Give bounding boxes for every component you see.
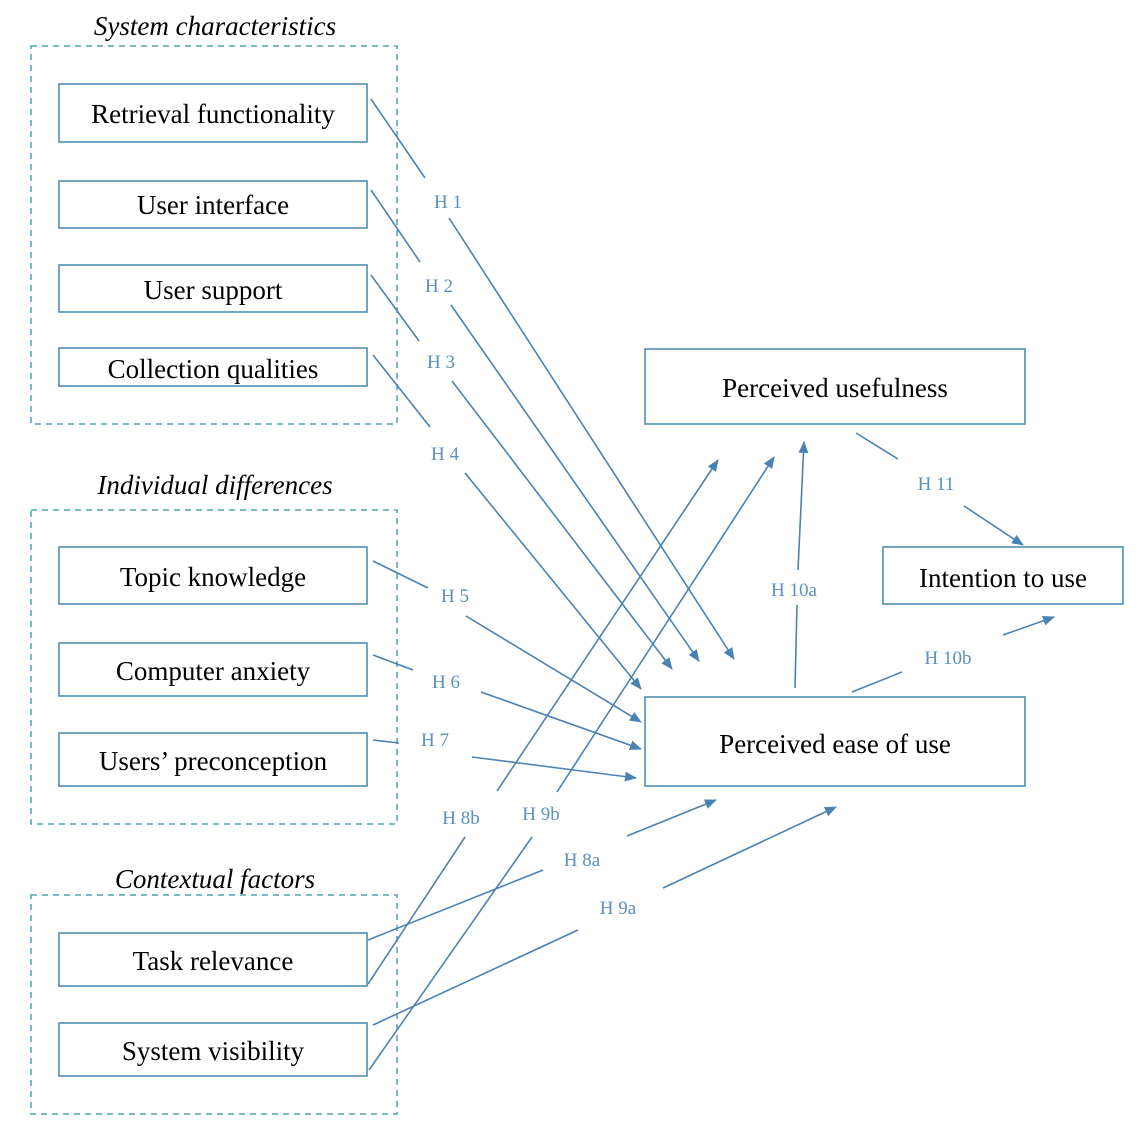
hypothesis-labels: H 1 H 2 H 3 H 4 H 5 H 6 H 7 H 8b H 9b H … (421, 192, 971, 919)
node-label-user-support: User support (144, 275, 283, 305)
group-title-individual-differences: Individual differences (96, 470, 332, 500)
node-user-support: User support (58, 264, 368, 313)
edge-h9b-segment-1 (368, 836, 533, 1071)
edge-h9a-segment-2 (662, 806, 837, 889)
hypothesis-label-h1: H 1 (434, 192, 462, 213)
edge-h4-segment-2 (464, 472, 642, 690)
node-label-computer-anxiety: Computer anxiety (116, 656, 311, 686)
edge-h2-segment-2 (450, 304, 700, 662)
node-label-perceived-usefulness: Perceived usefulness (722, 373, 948, 403)
node-intention-to-use: Intention to use (882, 546, 1124, 605)
edge-h9a-segment-1 (372, 929, 579, 1026)
node-label-collection-qualities: Collection qualities (108, 354, 319, 384)
group-frame-contextual-factors (30, 894, 398, 1115)
edge-h8b-segment-2 (496, 459, 719, 792)
edge-h11-segment-2 (963, 505, 1024, 546)
edge-h7-segment-2 (471, 756, 637, 782)
node-perceived-usefulness: Perceived usefulness (644, 348, 1026, 425)
edge-h8a-segment-2 (626, 799, 717, 837)
edge-h10b-segment-2 (1002, 615, 1055, 636)
edges (367, 98, 1055, 1071)
edge-h4-segment-1 (372, 354, 431, 428)
hypothesis-label-h4: H 4 (431, 444, 459, 465)
edge-h9b-segment-2 (556, 456, 775, 793)
edge-h8b-segment-1 (367, 836, 466, 985)
node-collection-qualities: Collection qualities (58, 347, 368, 387)
edge-h2-segment-1 (370, 189, 421, 263)
hypothesis-label-h11: H 11 (918, 474, 955, 495)
node-label-user-interface: User interface (137, 190, 289, 220)
group-frame-system-characteristics (30, 45, 398, 425)
edge-h6-segment-2 (480, 691, 642, 751)
edge-h10a-segment-1 (794, 604, 798, 689)
edge-h5-segment-1 (372, 560, 429, 589)
hypothesis-label-h7: H 7 (421, 730, 449, 751)
edge-h1-segment-1 (370, 98, 426, 179)
edge-h1-segment-2 (448, 217, 735, 660)
edge-h6-segment-1 (372, 654, 414, 671)
node-retrieval-functionality: Retrieval functionality (58, 83, 368, 143)
node-perceived-ease-of-use: Perceived ease of use (644, 696, 1026, 787)
hypothesis-label-h8a: H 8a (564, 850, 601, 871)
node-topic-knowledge: Topic knowledge (58, 546, 368, 605)
group-title-system-characteristics: System characteristics (94, 11, 336, 41)
node-label-retrieval-functionality: Retrieval functionality (91, 99, 335, 129)
edge-h10b-segment-1 (851, 671, 903, 693)
edge-h8a-segment-1 (367, 869, 544, 941)
group-frame-individual-differences (30, 509, 398, 825)
node-task-relevance: Task relevance (58, 932, 368, 987)
edge-h3-segment-2 (451, 380, 673, 670)
node-label-task-relevance: Task relevance (133, 946, 294, 976)
hypothesis-label-h10b: H 10b (925, 648, 972, 669)
hypothesis-label-h9b: H 9b (522, 804, 559, 825)
node-system-visibility: System visibility (58, 1022, 368, 1077)
edge-h5-segment-2 (465, 615, 642, 723)
hypothesis-label-h6: H 6 (432, 672, 460, 693)
edge-h10a-segment-2 (797, 441, 809, 571)
node-users-preconception: Users’ preconception (58, 732, 368, 787)
edge-h3-segment-1 (370, 274, 420, 342)
edge-h11-segment-1 (855, 432, 899, 460)
node-computer-anxiety: Computer anxiety (58, 642, 368, 697)
hypothesis-label-h8b: H 8b (442, 808, 479, 829)
edge-h7-segment-1 (372, 739, 400, 744)
node-label-perceived-ease-of-use: Perceived ease of use (719, 729, 951, 759)
node-label-topic-knowledge: Topic knowledge (120, 562, 306, 592)
hypothesis-label-h9a: H 9a (600, 898, 637, 919)
hypothesis-label-h10a: H 10a (771, 580, 817, 601)
node-user-interface: User interface (58, 180, 368, 229)
hypothesis-label-h5: H 5 (441, 586, 469, 607)
node-label-intention-to-use: Intention to use (919, 563, 1087, 593)
node-label-users-preconception: Users’ preconception (99, 746, 328, 776)
hypothesis-label-h3: H 3 (427, 352, 455, 373)
hypothesis-label-h2: H 2 (425, 276, 453, 297)
group-title-contextual-factors: Contextual factors (115, 864, 315, 894)
node-label-system-visibility: System visibility (122, 1036, 305, 1066)
